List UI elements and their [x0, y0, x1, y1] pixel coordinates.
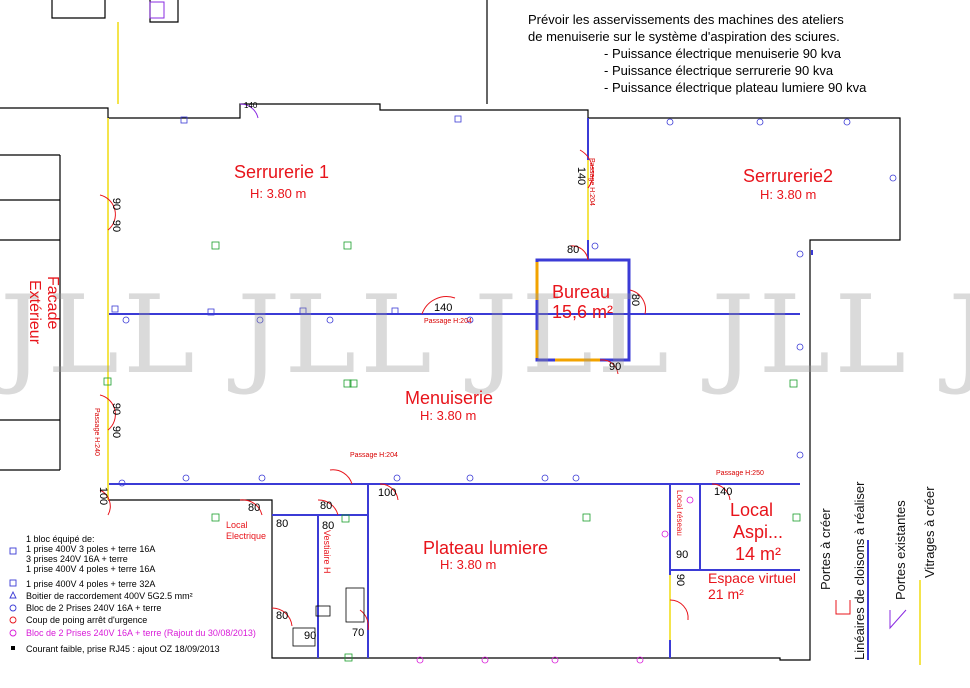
- socket-symbols: [111, 115, 897, 487]
- door-label: 90: [674, 573, 687, 587]
- passage-label: Passage H:250: [716, 470, 764, 477]
- legend-item4: Bloc de 2 Prises 240V 16A + terre: [26, 603, 162, 613]
- side-legend-lineaires: Linéaires de cloisons à réaliser: [852, 481, 867, 660]
- door-label: 80: [276, 518, 289, 530]
- room-local-aspi-name2: Aspi...: [733, 522, 784, 542]
- watermark: JLL JLL JLL JLL JLL: [0, 273, 970, 398]
- door-label: 140: [434, 302, 453, 314]
- existing-door-symbols: [149, 1, 259, 119]
- room-local-aspi-name1: Local: [730, 500, 774, 520]
- legend-item2: 1 prise 400V 4 poles + terre 32A: [26, 579, 156, 589]
- door-label: 100: [97, 486, 110, 506]
- room-bureau-name: Bureau: [552, 282, 611, 302]
- passage-label: Passage H:204: [350, 452, 398, 459]
- facade-label-line2: Extérieur: [26, 280, 43, 345]
- bureau-highlight: [535, 262, 600, 362]
- room-menuiserie-name: Menuiserie: [405, 388, 494, 408]
- door-label: 90: [110, 402, 123, 416]
- passage-label: Passage H:204: [424, 318, 472, 325]
- legend-item1-b: 1 prise 400V 3 poles + terre 16A: [26, 544, 156, 554]
- door-label: 80: [320, 500, 333, 512]
- note-bullet: - Puissance électrique menuiserie 90 kva: [604, 46, 842, 61]
- door-label: 140: [244, 101, 258, 110]
- door-label: 90: [110, 197, 123, 211]
- legend-item1-a: 1 bloc équipé de:: [26, 534, 95, 544]
- note-line-1: Prévoir les asservissements des machines…: [528, 12, 844, 27]
- restroom-blocks: [292, 587, 365, 647]
- door-label: 70: [352, 627, 365, 639]
- passage-label: Passage H:204: [588, 158, 595, 206]
- door-label: 140: [575, 166, 588, 186]
- room-local-electrique-name1: Local: [226, 520, 248, 530]
- green-box-symbols: [103, 241, 801, 662]
- door-label: 80: [567, 244, 580, 256]
- room-local-electrique-name2: Electrique: [226, 531, 267, 541]
- notes-block: Prévoir les asservissements des machines…: [528, 11, 866, 96]
- door-label: 90: [304, 630, 317, 642]
- legend-icons: [9, 547, 17, 650]
- legend-item3: Boitier de raccordement 400V 5G2.5 mm²: [26, 591, 193, 601]
- room-menuiserie-height: H: 3.80 m: [420, 408, 477, 423]
- door-label: 140: [714, 486, 733, 498]
- room-reseau-label: Local réseau: [675, 490, 684, 536]
- note-bullet: - Puissance électrique plateau lumiere 9…: [604, 80, 867, 95]
- legend-item6: Bloc de 2 Prises 240V 16A + terre (Rajou…: [26, 628, 256, 638]
- side-legend-vitrages: Vitrages à créer: [922, 486, 937, 578]
- room-serrurerie2-name: Serrurerie2: [743, 166, 834, 186]
- room-espace-virtuel-name: Espace virtuel: [708, 570, 796, 586]
- door-label: 90: [676, 549, 689, 561]
- room-plateau-height: H: 3.80 m: [440, 557, 497, 572]
- room-espace-virtuel-area: 21 m²: [708, 586, 744, 602]
- note-line-2: de menuiserie sur le système d'aspiratio…: [528, 29, 840, 44]
- legend-item7: Courant faible, prise RJ45 : ajout OZ 18…: [26, 644, 220, 654]
- room-plateau-name: Plateau lumiere: [423, 538, 549, 558]
- room-bureau-area: 15,6 m²: [552, 302, 614, 322]
- door-label: 80: [322, 520, 335, 532]
- passage-label: Passage H:240: [93, 408, 100, 456]
- door-label: 90: [110, 219, 123, 233]
- door-label: 80: [276, 610, 289, 622]
- door-label: 90: [609, 361, 622, 373]
- door-label: 90: [110, 425, 123, 439]
- pink-socket-symbols: [416, 496, 694, 664]
- legend-item1-d: 1 prise 400V 4 poles + terre 16A: [26, 564, 156, 574]
- side-legend-portes-existantes: Portes existantes: [893, 500, 908, 600]
- door-symbols: [99, 149, 731, 631]
- facade-label-line1: Facade: [44, 276, 61, 330]
- note-bullet: - Puissance électrique serrurerie 90 kva: [604, 63, 834, 78]
- side-legend-symbols: [835, 540, 921, 665]
- room-serrurerie1-name: Serrurerie 1: [234, 162, 330, 182]
- door-label: 100: [378, 487, 397, 499]
- room-serrurerie1-height: H: 3.80 m: [250, 186, 307, 201]
- glazing-lines: [107, 22, 671, 640]
- room-local-aspi-area: 14 m²: [735, 544, 782, 564]
- building-walls: [0, 0, 901, 661]
- door-label: 80: [248, 502, 261, 514]
- legend-item5: Coup de poing arrêt d'urgence: [26, 615, 148, 625]
- door-label: 80: [629, 293, 642, 307]
- legend-item1-c: 3 prises 240V 16A + terre: [26, 554, 128, 564]
- side-legend-portes-creer: Portes à créer: [818, 508, 833, 590]
- room-serrurerie2-height: H: 3.80 m: [760, 187, 817, 202]
- room-vestiaire-label: Vestiaire H: [322, 530, 332, 574]
